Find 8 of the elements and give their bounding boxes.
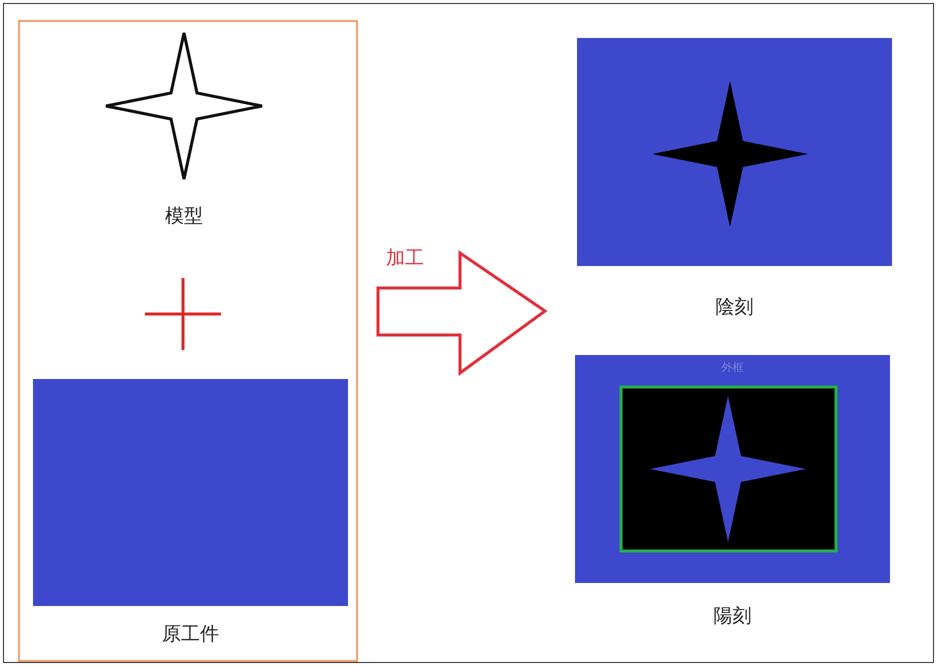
frame-label: 外框 bbox=[720, 360, 744, 375]
star-caption: 模型 bbox=[164, 204, 204, 229]
block-arrow bbox=[376, 250, 548, 376]
workpiece-panel bbox=[18, 20, 358, 662]
intaglio-caption: 陰刻 bbox=[714, 295, 754, 320]
relief-caption: 陽刻 bbox=[712, 604, 752, 629]
block-caption: 原工件 bbox=[161, 622, 220, 647]
edge-label: 加工 bbox=[385, 246, 425, 271]
